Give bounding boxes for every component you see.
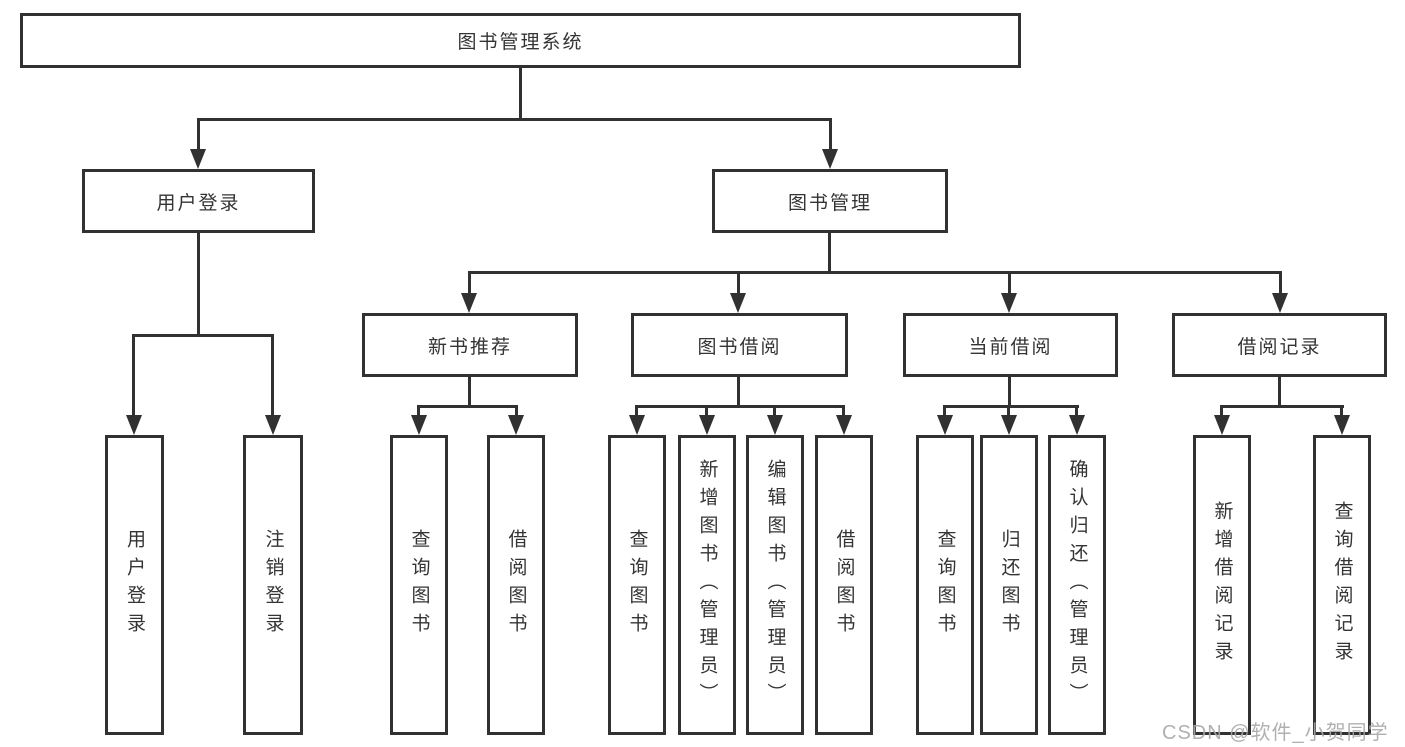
connector-line	[519, 68, 522, 120]
node-leaf-query-books-rec: 查询图书	[390, 435, 448, 735]
connector-line	[737, 271, 740, 295]
node-label: 归还图书	[998, 529, 1020, 641]
node-label: 用户登录	[124, 529, 145, 641]
arrow-head	[730, 293, 746, 313]
connector-line	[132, 334, 135, 417]
node-leaf-add-books-admin: 新增图书（管理员）	[678, 435, 736, 735]
arrow-head	[629, 415, 645, 435]
connector-line	[1279, 271, 1282, 295]
arrow-head	[836, 415, 852, 435]
node-label: 图书管理	[787, 192, 872, 214]
arrow-head	[190, 149, 206, 169]
connector-line	[1220, 405, 1223, 417]
arrow-head	[411, 415, 427, 435]
node-leaf-query-books-current: 查询图书	[916, 435, 974, 735]
connector-line	[197, 233, 200, 337]
connector-line	[943, 405, 946, 417]
node-label: 图书借阅	[697, 336, 782, 358]
connector-line	[132, 334, 274, 337]
connector-line	[1278, 377, 1281, 408]
node-leaf-user-login: 用户登录	[105, 435, 164, 735]
node-label: 确认归还（管理员）	[1066, 459, 1088, 711]
connector-line	[1007, 405, 1010, 417]
connector-line	[417, 405, 518, 408]
connector-line	[829, 118, 832, 151]
connector-line	[468, 377, 471, 408]
node-current-borrowing: 当前借阅	[903, 313, 1118, 377]
arrow-head	[937, 415, 953, 435]
arrow-head	[699, 415, 715, 435]
arrow-head	[1214, 415, 1230, 435]
node-leaf-borrow-books-rec: 借阅图书	[487, 435, 545, 735]
arrow-head	[265, 415, 281, 435]
node-leaf-query-books-borrow: 查询图书	[608, 435, 666, 735]
watermark: CSDN @软件_小贺同学	[1162, 722, 1389, 744]
connector-line	[515, 405, 518, 417]
node-borrowing-records: 借阅记录	[1172, 313, 1387, 377]
connector-line	[1008, 377, 1011, 408]
node-leaf-query-borrow-record: 查询借阅记录	[1313, 435, 1371, 735]
arrow-head	[1272, 293, 1288, 313]
arrow-head	[1001, 293, 1017, 313]
connector-line	[635, 405, 845, 408]
connector-line	[1220, 405, 1344, 408]
node-leaf-borrow-books: 借阅图书	[815, 435, 873, 735]
node-leaf-logout: 注销登录	[243, 435, 303, 735]
connector-line	[842, 405, 845, 417]
arrow-head	[1001, 415, 1017, 435]
connector-line	[197, 118, 200, 151]
connector-line	[705, 405, 708, 417]
connector-line	[468, 271, 471, 295]
node-label: 查询图书	[934, 529, 956, 641]
connector-line	[417, 405, 420, 417]
node-library-management-system: 图书管理系统	[20, 13, 1021, 68]
arrow-head	[767, 415, 783, 435]
node-label: 新增图书（管理员）	[696, 459, 718, 711]
node-label: 借阅记录	[1237, 336, 1322, 358]
connector-line	[1008, 271, 1011, 295]
node-leaf-edit-books-admin: 编辑图书（管理员）	[746, 435, 804, 735]
node-leaf-return-books: 归还图书	[980, 435, 1038, 735]
node-label: 查询借阅记录	[1331, 501, 1353, 669]
connector-line	[1340, 405, 1343, 417]
node-label: 图书管理系统	[457, 32, 584, 53]
connector-line	[1075, 405, 1078, 417]
connector-line	[737, 377, 740, 408]
connector-line	[828, 233, 831, 274]
node-label: 用户登录	[156, 192, 241, 214]
node-label: 新增借阅记录	[1211, 501, 1233, 669]
node-label: 当前借阅	[968, 336, 1053, 358]
arrow-head	[461, 293, 477, 313]
node-label: 查询图书	[626, 529, 648, 641]
arrow-head	[1069, 415, 1085, 435]
node-label: 借阅图书	[833, 529, 855, 641]
connector-line	[943, 405, 1079, 408]
arrow-head	[822, 149, 838, 169]
node-leaf-add-borrow-record: 新增借阅记录	[1193, 435, 1251, 735]
node-user-login: 用户登录	[82, 169, 315, 233]
node-new-book-recommendation: 新书推荐	[362, 313, 578, 377]
connector-line	[197, 118, 832, 121]
node-book-borrowing: 图书借阅	[631, 313, 848, 377]
node-label: 借阅图书	[505, 529, 527, 641]
connector-line	[271, 334, 274, 417]
node-book-management: 图书管理	[712, 169, 948, 233]
connector-line	[773, 405, 776, 417]
node-label: 编辑图书（管理员）	[764, 459, 786, 711]
arrow-head	[508, 415, 524, 435]
node-leaf-confirm-return-admin: 确认归还（管理员）	[1048, 435, 1106, 735]
node-label: 查询图书	[408, 529, 430, 641]
node-label: 注销登录	[262, 529, 284, 641]
connector-line	[468, 271, 1282, 274]
node-label: 新书推荐	[427, 336, 512, 358]
arrow-head	[126, 415, 142, 435]
arrow-head	[1334, 415, 1350, 435]
connector-line	[635, 405, 638, 417]
